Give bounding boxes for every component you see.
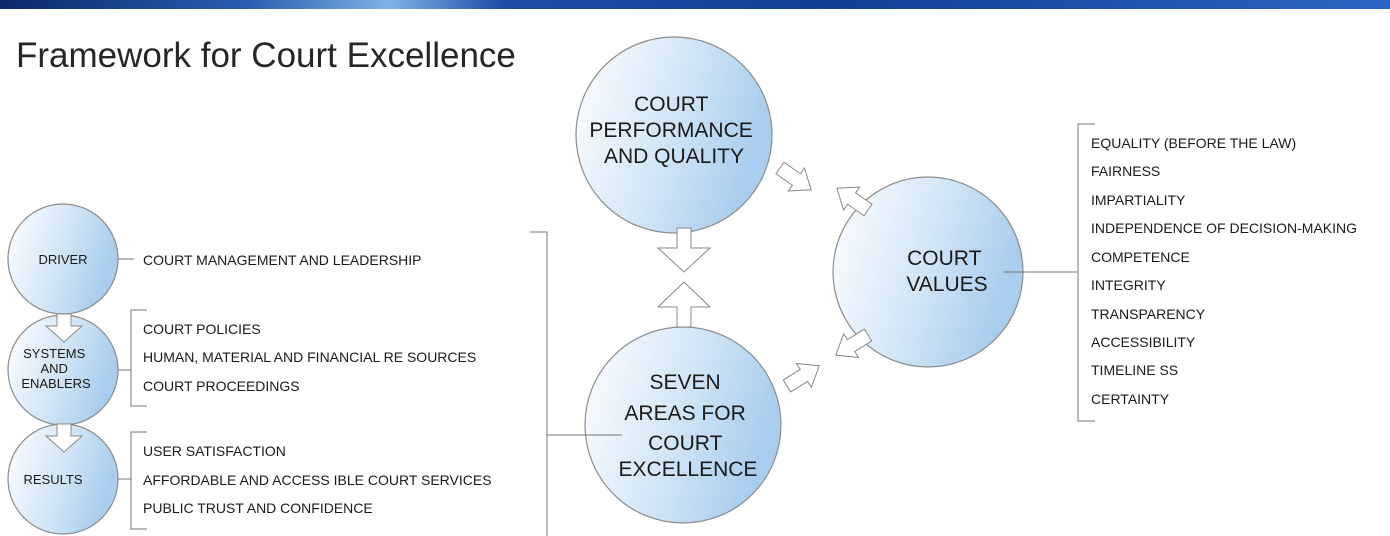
driver-to-systems-arrow [44,313,84,343]
performance-line: COURT [634,93,708,116]
header-banner [0,0,1390,9]
results-item: AFFORDABLE AND ACCESS IBLE COURT SERVICE… [143,472,492,488]
systems-label: SYSTEMS AND ENABLERS [21,346,91,391]
performance-label: COURT PERFORMANCE AND QUALITY [589,93,758,168]
systems-line: AND [40,361,67,376]
values-item: TRANSPARENCY [1091,306,1206,322]
values-item: FAIRNESS [1091,163,1160,179]
systems-to-results-arrow [44,423,84,453]
values-item: INDEPENDENCE OF DECISION-MAKING [1091,220,1357,236]
systems-bracket [130,309,147,407]
values-item: CERTAINTY [1091,391,1170,407]
results-line: RESULTS [24,472,83,487]
values-bracket [1077,123,1095,422]
driver-label: DRIVER [38,252,87,267]
driver-item: COURT MANAGEMENT AND LEADERSHIP [143,252,422,268]
seven-areas-line: COURT [648,432,722,455]
values-line: VALUES [906,273,987,296]
results-item: PUBLIC TRUST AND CONFIDENCE [143,500,373,516]
values-to-seven-areas-arrow [835,328,873,359]
seven-areas-label: SEVEN AREAS FOR COURT EXCELLENCE [619,371,758,481]
performance-to-values-arrow [775,161,812,192]
values-item: IMPARTIALITY [1091,192,1186,208]
performance-line: PERFORMANCE [589,119,752,142]
values-item: ACCESSIBILITY [1091,334,1196,350]
framework-bracket [530,231,548,536]
seven-areas-line: EXCELLENCE [619,458,758,481]
systems-item: COURT PROCEEDINGS [143,378,300,394]
values-line: COURT [907,247,981,270]
results-item: USER SATISFACTION [143,443,286,459]
performance-down-arrow [656,227,712,273]
values-label: COURT VALUES [906,247,987,296]
values-item: TIMELINE SS [1091,362,1178,378]
systems-line: SYSTEMS [23,346,85,361]
values-to-performance-arrow [836,186,873,217]
seven-areas-circle [584,326,782,524]
values-item: INTEGRITY [1091,277,1166,293]
systems-item: HUMAN, MATERIAL AND FINANCIAL RE SOURCES [143,349,476,365]
performance-line: AND QUALITY [604,145,744,168]
results-label: RESULTS [24,472,83,487]
seven-areas-line: AREAS FOR [624,402,745,425]
values-item: EQUALITY (BEFORE THE LAW) [1091,135,1296,151]
values-item: COMPETENCE [1091,249,1190,265]
systems-item: COURT POLICIES [143,321,261,337]
systems-line: ENABLERS [21,376,91,391]
seven-areas-line: SEVEN [649,371,720,394]
driver-line: DRIVER [38,252,87,267]
results-bracket [130,431,147,530]
page-title: Framework for Court Excellence [16,36,516,75]
seven-areas-up-arrow [656,281,712,328]
seven-areas-to-values-arrow [782,362,820,393]
performance-circle [575,36,773,234]
